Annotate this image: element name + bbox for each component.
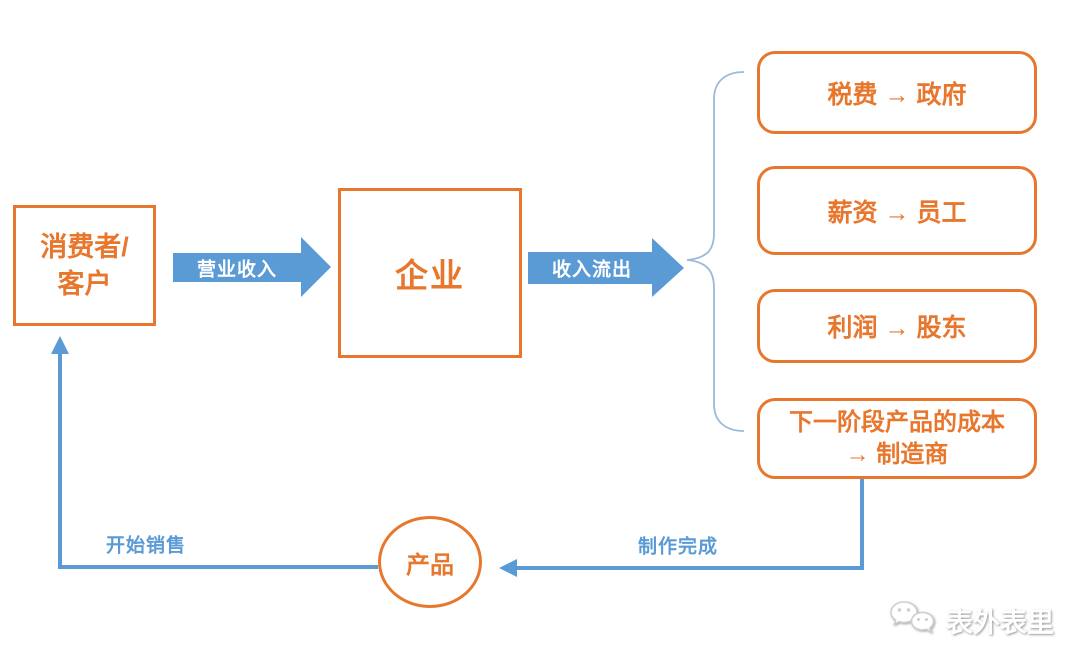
outflow-arrow — [528, 238, 684, 297]
produced-flow-label: 制作完成 — [637, 536, 719, 558]
sell-arrowhead-icon — [51, 336, 69, 354]
nextstage-cost-line2: → 制造商 — [845, 440, 949, 468]
sell-flow-label: 开始销售 — [105, 535, 187, 557]
node-consumer: 消费者/ 客户 — [13, 205, 156, 326]
node-taxes-government: 税费 → 政府 — [757, 51, 1037, 134]
salary-employees-label: 薪资 → 员工 — [827, 198, 967, 227]
taxes-government-label: 税费 → 政府 — [827, 80, 967, 109]
node-product: 产品 — [378, 516, 482, 608]
consumer-label-line1: 消费者/ — [40, 232, 129, 263]
revenue-arrow-label: 营业收入 — [196, 259, 278, 281]
revenue-arrow — [173, 237, 331, 297]
node-salary-employees: 薪资 → 员工 — [757, 166, 1037, 255]
outflow-arrow-label: 收入流出 — [551, 259, 633, 281]
watermark-text: 表外表里 — [946, 607, 1054, 638]
nextstage-cost-line1: 下一阶段产品的成本 — [789, 409, 1005, 437]
produced-connector — [515, 479, 864, 570]
node-nextstage-cost-manufacturer: 下一阶段产品的成本 → 制造商 — [757, 398, 1037, 479]
node-enterprise: 企业 — [338, 188, 522, 358]
watermark: 表外表里 — [888, 599, 1054, 641]
consumer-label-line2: 客户 — [57, 268, 112, 299]
product-label: 产品 — [406, 551, 454, 579]
brace — [686, 71, 745, 432]
node-profit-shareholders: 利润 → 股东 — [757, 289, 1037, 363]
wechat-bubbles-icon — [890, 601, 935, 634]
enterprise-label: 企业 — [395, 257, 465, 294]
sell-connector — [58, 351, 378, 569]
produced-arrowhead-icon — [499, 559, 517, 577]
profit-shareholders-label: 利润 → 股东 — [827, 314, 967, 342]
